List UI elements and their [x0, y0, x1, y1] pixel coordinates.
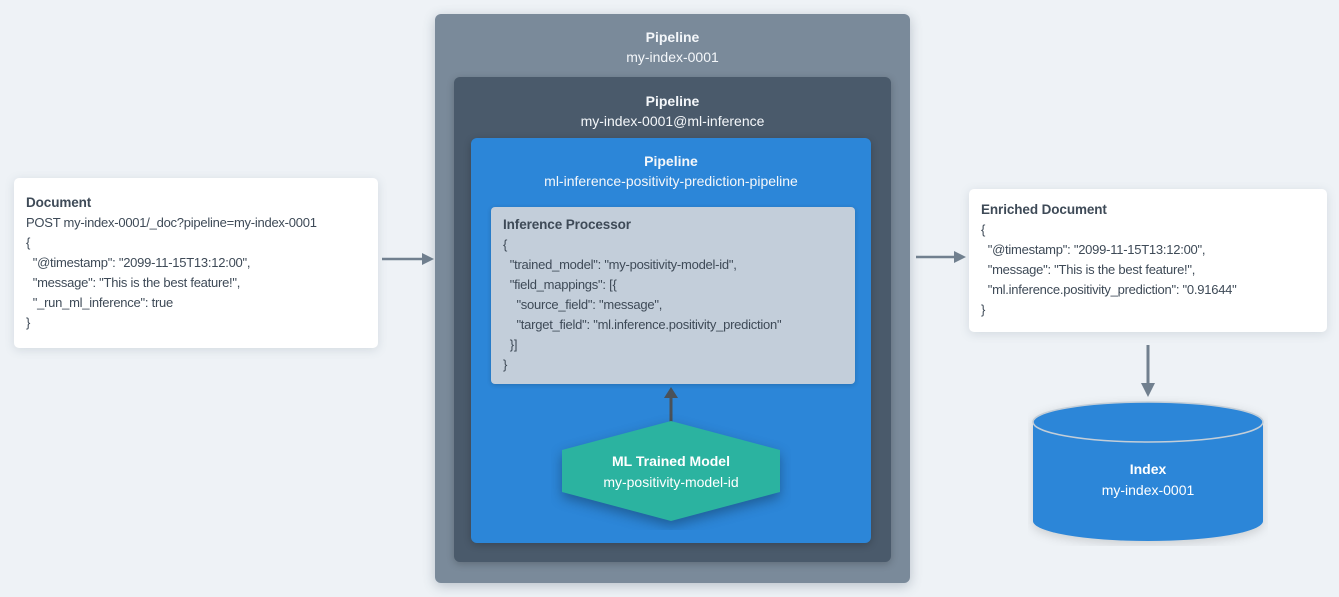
- pipeline-inner-box: Pipeline ml-inference-positivity-predict…: [471, 138, 871, 543]
- enriched-document-title: Enriched Document: [981, 202, 1107, 217]
- document-code: POST my-index-0001/_doc?pipeline=my-inde…: [26, 215, 317, 330]
- document-title: Document: [26, 195, 92, 210]
- flow-arrow-right-icon: [382, 253, 434, 265]
- inference-processor-code: { "trained_model": "my-positivity-model-…: [503, 237, 782, 372]
- pipeline-outer-name: my-index-0001: [626, 49, 719, 65]
- index-cylinder: [1032, 401, 1264, 541]
- pipeline-inner-title: Pipeline: [644, 153, 698, 169]
- flow-arrow-right-icon: [916, 251, 966, 263]
- enriched-document-card: Enriched Document { "@timestamp": "2099-…: [969, 189, 1327, 332]
- pipeline-outer-box: Pipeline my-index-0001 Pipeline my-index…: [435, 14, 910, 583]
- flow-arrow-down-icon: [1141, 345, 1155, 397]
- pipeline-outer-header: Pipeline my-index-0001: [435, 14, 910, 67]
- pipeline-mid-box: Pipeline my-index-0001@ml-inference Pipe…: [454, 77, 891, 562]
- pipeline-mid-header: Pipeline my-index-0001@ml-inference: [454, 77, 891, 131]
- pipeline-outer-title: Pipeline: [645, 29, 700, 45]
- pipeline-mid-title: Pipeline: [645, 93, 700, 109]
- pipeline-inner-name: ml-inference-positivity-prediction-pipel…: [544, 173, 798, 189]
- inference-processor-title: Inference Processor: [503, 217, 631, 232]
- flow-arrow-up-icon: [664, 387, 678, 424]
- pipeline-inner-header: Pipeline ml-inference-positivity-predict…: [471, 138, 871, 191]
- inference-processor-box: Inference Processor { "trained_model": "…: [491, 207, 855, 384]
- document-card: Document POST my-index-0001/_doc?pipelin…: [14, 178, 378, 348]
- pipeline-mid-name: my-index-0001@ml-inference: [580, 113, 765, 129]
- enriched-document-code: { "@timestamp": "2099-11-15T13:12:00", "…: [981, 222, 1237, 317]
- ml-trained-model-hexagon: [562, 421, 780, 521]
